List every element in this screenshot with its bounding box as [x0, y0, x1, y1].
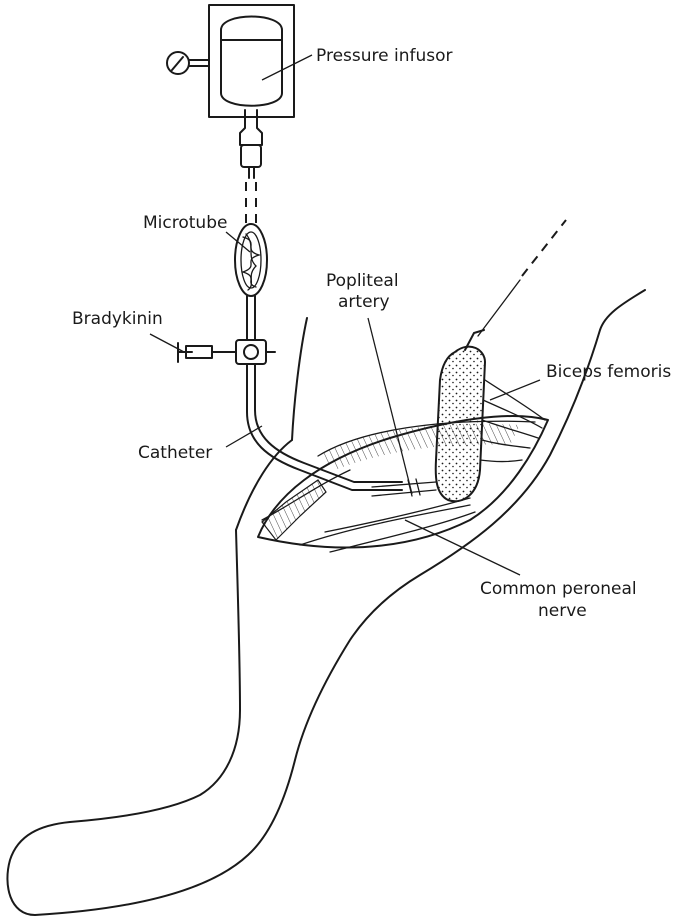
label-bradykinin: Bradykinin: [72, 309, 163, 329]
leader-popliteal-artery: [368, 318, 412, 494]
pressure-infusor: [167, 5, 294, 178]
label-catheter: Catheter: [138, 443, 212, 463]
biceps-femoris: [436, 220, 566, 501]
label-common-peroneal-line2: nerve: [538, 601, 587, 621]
bradykinin-syringe: [178, 343, 212, 362]
leader-common-peroneal-nerve: [405, 520, 520, 575]
label-popliteal-line1: Popliteal: [326, 271, 399, 291]
label-popliteal-line2: artery: [338, 292, 390, 312]
leader-pressure-infusor: [262, 55, 312, 80]
label-pressure-infusor: Pressure infusor: [316, 46, 453, 66]
infusor-bag: [221, 17, 282, 106]
leader-catheter: [226, 426, 262, 447]
catheter-tube-outer: [247, 374, 402, 490]
retraction-thread-dashed: [522, 220, 566, 276]
label-biceps-femoris: Biceps femoris: [546, 362, 671, 382]
microtube: [235, 224, 267, 340]
leader-biceps-femoris: [490, 380, 540, 400]
common-peroneal-nerve-icon: [325, 498, 470, 532]
label-common-peroneal-line1: Common peroneal: [480, 579, 637, 599]
infusor-outlet: [240, 110, 262, 145]
catheter-tube-inner: [255, 374, 402, 482]
label-microtube: Microtube: [143, 213, 227, 233]
stopcock: [212, 340, 275, 374]
